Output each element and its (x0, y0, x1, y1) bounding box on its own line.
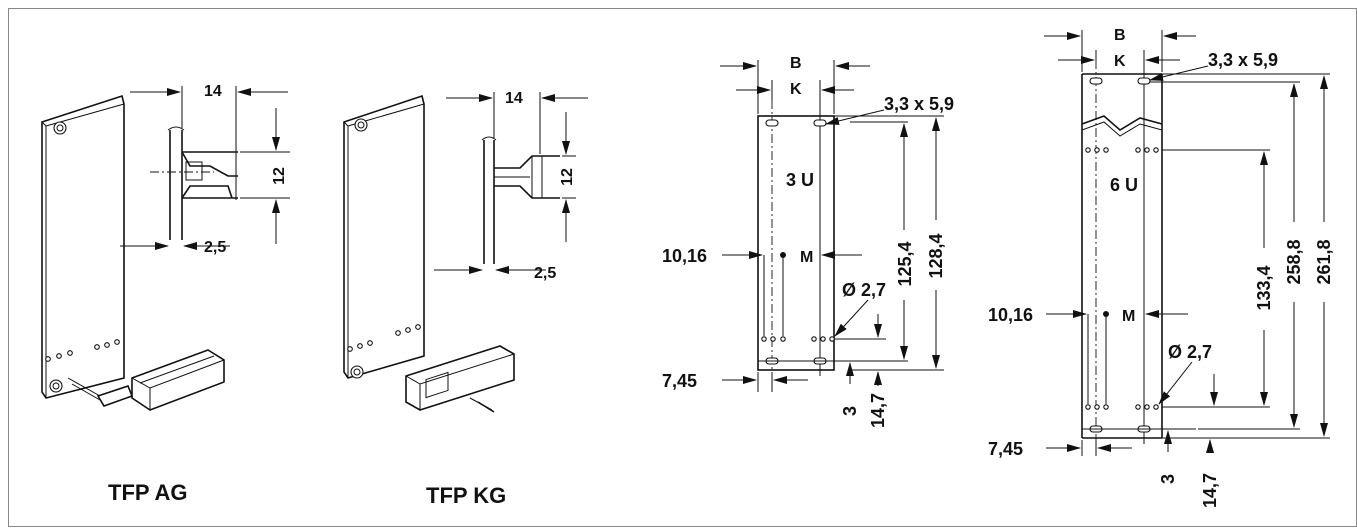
dim-261-8-label: 261,8 (1314, 239, 1334, 284)
dim-14-label: 14 (505, 90, 523, 107)
screw-icon (350, 365, 364, 379)
tfp-ag-handle (131, 349, 225, 411)
tfp-ag-view (41, 94, 225, 411)
dim-258-8-label: 258,8 (1284, 239, 1304, 284)
dim-125-4-label: 125,4 (895, 241, 915, 286)
dim-14-7-label-3u: 14,7 (868, 393, 888, 428)
dim-12-label: 12 (559, 168, 576, 186)
dim-b-label-3u: B (790, 55, 802, 72)
dim-7-45-label-6u: 7,45 (988, 439, 1023, 459)
dim-133-4-label: 133,4 (1254, 265, 1274, 310)
dim-3-label-3u: 3 (840, 406, 860, 416)
height-6u-label: 6 U (1110, 175, 1138, 195)
dim-b-label-6u: B (1114, 27, 1126, 44)
slot-dim-label-6u: 3,3 x 5,9 (1208, 50, 1278, 70)
dim-7-45-label-3u: 7,45 (662, 371, 697, 391)
dim-14-label: 14 (204, 83, 222, 100)
screw-icon (354, 118, 368, 132)
slot-dim-label-3u: 3,3 x 5,9 (884, 94, 954, 114)
hole-dim-label-6u: Ø 2,7 (1168, 342, 1212, 362)
tfp-kg-section: 14 12 2,5 (434, 90, 588, 282)
dim-12-label: 12 (271, 167, 288, 185)
front-view-6u: M 6 U B K 3,3 x 5,9 133,4 258,8 261,8 (988, 27, 1334, 508)
dim-3-label-6u: 3 (1158, 474, 1178, 484)
height-3u-label: 3 U (786, 170, 814, 190)
screw-icon (53, 121, 67, 135)
tfp-kg-panel (343, 94, 425, 379)
dim-2-5-label: 2,5 (534, 265, 556, 282)
tfp-ag-section: 14 12 2,5 (120, 83, 290, 256)
dim-k-label-6u: K (1114, 53, 1126, 70)
tfp-kg-handle (405, 345, 515, 411)
tfp-kg-title: TFP KG (426, 483, 506, 508)
tfp-ag-panel (41, 94, 125, 399)
screw-icon (49, 379, 63, 393)
m-label-3u: M (800, 249, 813, 266)
tfp-ag-title: TFP AG (108, 480, 187, 505)
dim-k-label-3u: K (790, 81, 802, 98)
dim-10-16-label-6u: 10,16 (988, 305, 1033, 325)
panel-outline-3u (757, 115, 835, 371)
front-view-3u: M 3 U B K 3,3 x 5,9 125,4 128,4 10,16 Ø … (662, 55, 954, 428)
m-label-6u: M (1122, 308, 1135, 325)
dim-14-7-label-6u: 14,7 (1200, 473, 1220, 508)
dim-2-5-label: 2,5 (204, 239, 226, 256)
tfp-kg-view (343, 94, 515, 413)
dim-10-16-label-3u: 10,16 (662, 246, 707, 266)
hole-dim-label-3u: Ø 2,7 (842, 280, 886, 300)
dim-128-4-label: 128,4 (926, 233, 946, 278)
